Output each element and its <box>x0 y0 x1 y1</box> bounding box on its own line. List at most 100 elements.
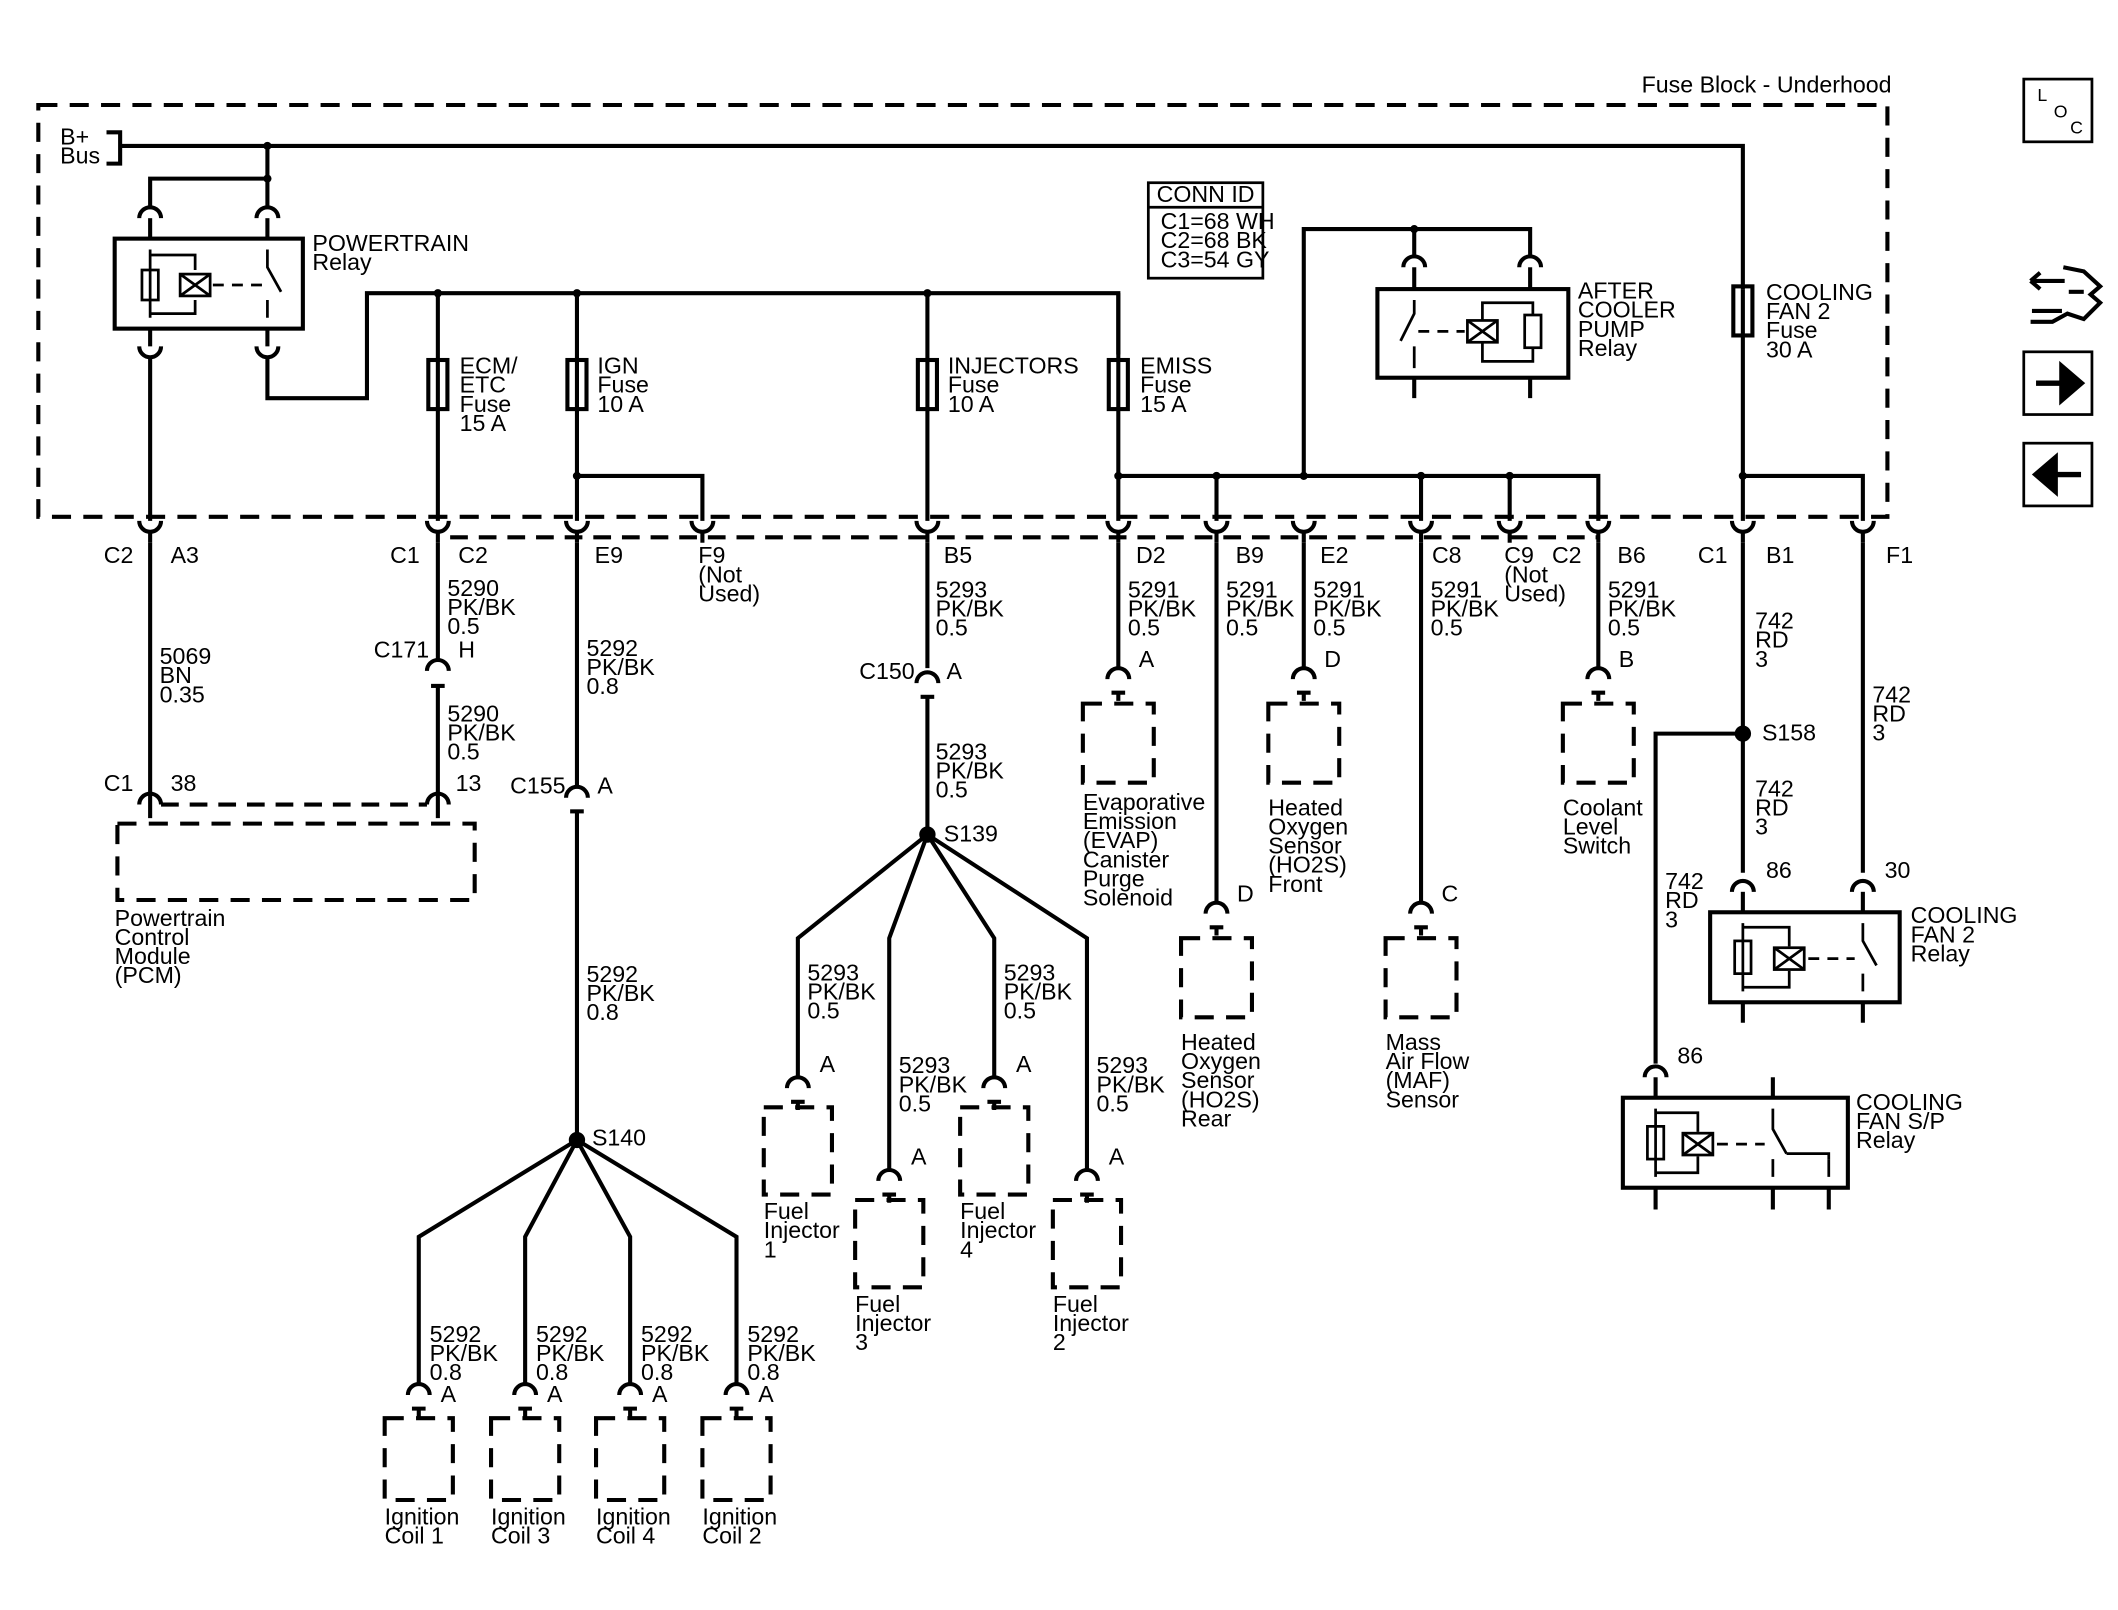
cooling-fan2-relay[interactable] <box>1708 878 1902 1023</box>
wire-5292-color: PK/BK <box>587 654 656 680</box>
connector-c150-label: C150 <box>859 658 914 684</box>
prev-page-button[interactable] <box>2022 441 2094 508</box>
pin-f9-label: F9 <box>698 542 725 568</box>
fuse-emiss-label-2: Fuse <box>1140 372 1192 398</box>
ignition-coil2[interactable] <box>700 1416 773 1503</box>
after-cooler-label-3: PUMP <box>1578 316 1645 342</box>
connector-c150-pin: A <box>947 658 963 684</box>
splice-s140-label: S140 <box>592 1124 646 1150</box>
pin-c2b-label: C2 <box>458 542 488 568</box>
pin-ho2s_front: D <box>1324 646 1341 672</box>
wire-5291-color-1: PK/BK <box>1226 595 1295 621</box>
powertrain-relay[interactable] <box>112 205 305 360</box>
ignition-coil3[interactable] <box>489 1416 562 1503</box>
loc-button[interactable]: L O C <box>2022 77 2094 144</box>
ignition-coil4[interactable] <box>594 1416 667 1503</box>
loc-icon-c: C <box>2070 118 2083 138</box>
pin-f9-notused-2: Used) <box>698 580 760 606</box>
conn-id-box <box>1146 181 1265 280</box>
wire-742-sp[interactable] <box>1653 731 1743 1064</box>
pin-b9-label: B9 <box>1236 542 1264 568</box>
pin-evap: A <box>1139 646 1155 672</box>
component-coolant-label-0: Coolant <box>1563 794 1643 820</box>
fuse-fan2-label-2: FAN 2 <box>1766 298 1830 324</box>
component-ho2s_front-label-3: (HO2S) <box>1268 852 1347 878</box>
fuel-inj1[interactable] <box>761 1105 834 1197</box>
fansp-relay-pin-86: 86 <box>1677 1043 1703 1069</box>
component-ho2s_rear-label-3: (HO2S) <box>1181 1086 1260 1112</box>
splice-s158-label: S158 <box>1762 719 1816 745</box>
wire-742-label-3: 742 <box>1872 681 1911 707</box>
coil-pin-2: A <box>652 1381 668 1407</box>
fuse-fan2-label-3: Fuse <box>1766 317 1818 343</box>
inj-wire-size-3: 0.5 <box>1097 1090 1129 1116</box>
after-cooler-pump-relay[interactable] <box>1375 254 1571 399</box>
fuse-cooling-fan2[interactable] <box>1731 284 1755 521</box>
component-ho2s_front[interactable] <box>1266 701 1342 785</box>
conn-id-title: CONN ID <box>1157 181 1255 207</box>
component-evap[interactable] <box>1080 701 1156 785</box>
injector-feed-wires[interactable] <box>795 832 1089 1170</box>
coil-wire-size-2: 0.8 <box>641 1359 673 1385</box>
fuse-ign-label-2: Fuse <box>597 372 649 398</box>
fuel-inj2-label-1: Injector <box>1053 1310 1129 1336</box>
pcm-label-line-3: (PCM) <box>115 962 182 988</box>
fuse-ecm-label-3: Fuse <box>460 391 512 417</box>
fuse-emiss[interactable] <box>1106 293 1130 521</box>
component-evap-label-3: Canister <box>1083 846 1170 872</box>
wire-5292-size-2: 0.8 <box>587 999 619 1025</box>
component-coolant[interactable] <box>1560 701 1636 785</box>
pcm-label-line-2: Module <box>115 943 191 969</box>
cooling-fan-sp-relay[interactable] <box>1620 1064 1850 1210</box>
fuse-ign-label: IGN <box>597 353 638 379</box>
wire-5291-size-0: 0.5 <box>1128 614 1160 640</box>
pin-c9-notused-2: Used) <box>1504 580 1566 606</box>
component-ho2s_rear[interactable] <box>1179 936 1254 1020</box>
pcm-pin-13: 13 <box>456 770 482 796</box>
inj-wire-label-3: 5293 <box>1097 1052 1149 1078</box>
wire-5291-size-3: 0.5 <box>1431 614 1463 640</box>
pin-ho2s_rear: D <box>1237 880 1254 906</box>
fuse-ign[interactable] <box>565 293 589 521</box>
component-maf-label-2: (MAF) <box>1386 1067 1450 1093</box>
coil-wire-color-2: PK/BK <box>641 1340 710 1366</box>
pin-d2-label: D2 <box>1136 542 1166 568</box>
inj-wire-label-2: 5293 <box>1004 959 1056 985</box>
wire-5293-size-2: 0.5 <box>936 777 968 803</box>
wire-5069-color: BN <box>160 662 192 688</box>
coil-pin-1: A <box>547 1381 563 1407</box>
next-page-button[interactable] <box>2022 350 2094 416</box>
component-ho2s_rear-label-2: Sensor <box>1181 1067 1255 1093</box>
component-maf[interactable] <box>1383 936 1459 1020</box>
bplus-label: B+ <box>60 124 89 150</box>
fuel-inj3[interactable] <box>853 1197 926 1290</box>
splice-s139-label: S139 <box>944 820 998 846</box>
pcm-module[interactable] <box>115 821 477 903</box>
wire-5291-label-1: 5291 <box>1226 576 1278 602</box>
wire-5293-color: PK/BK <box>936 595 1005 621</box>
coil-wire-label-2: 5292 <box>641 1321 693 1347</box>
wire-742-color-4: RD <box>1665 887 1698 913</box>
ignition-coil1[interactable] <box>382 1416 455 1503</box>
ign-coil-feed-wires[interactable] <box>416 1138 739 1385</box>
coil-wire-label-1: 5292 <box>536 1321 588 1347</box>
loc-icon-l: L <box>2037 85 2047 105</box>
connector-icon[interactable] <box>2029 265 2104 324</box>
fuse-injectors[interactable] <box>915 293 939 521</box>
component-ho2s_rear-label-1: Oxygen <box>1181 1048 1261 1074</box>
pin-e2-label: E2 <box>1320 542 1348 568</box>
fuse-block-label: Fuse Block - Underhood <box>1642 72 1892 98</box>
inj-pin-1: A <box>911 1144 927 1170</box>
fuel-inj1-label-0: Fuel <box>764 1198 809 1224</box>
component-ho2s_front-label-2: Sensor <box>1268 833 1342 859</box>
fuel-inj2[interactable] <box>1050 1197 1124 1290</box>
inj-wire-color-2: PK/BK <box>1004 979 1073 1005</box>
fuse-ecm-etc[interactable] <box>426 293 450 521</box>
fuel-inj4[interactable] <box>958 1105 1031 1197</box>
fan2-relay-label-3: Relay <box>1911 940 1971 966</box>
pin-b6-label: B6 <box>1617 542 1645 568</box>
pin-c2c-label: C2 <box>1552 542 1582 568</box>
